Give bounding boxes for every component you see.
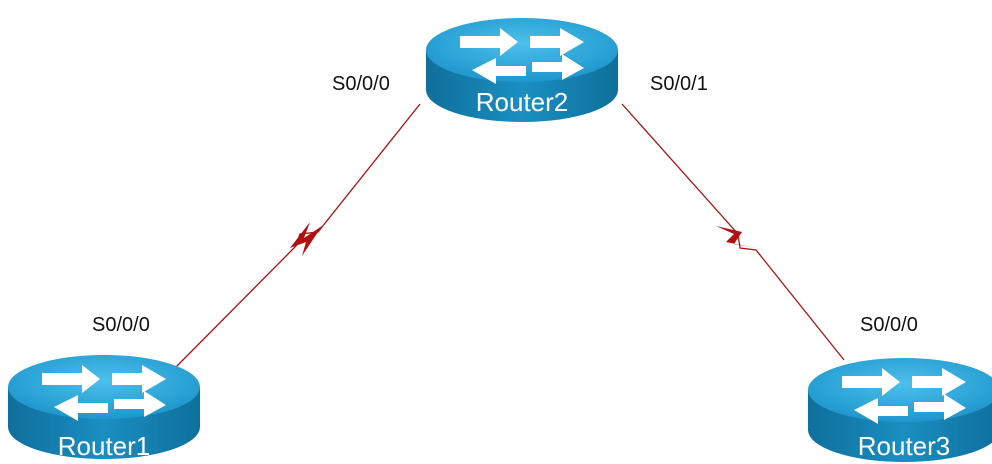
serial-link-r1-r2 xyxy=(174,103,421,369)
router2-label: Router2 xyxy=(476,87,569,117)
router1-label: Router1 xyxy=(58,431,151,461)
router1[interactable]: Router1 xyxy=(8,355,200,461)
router3[interactable]: Router3 xyxy=(808,358,992,462)
serial-link-r2-r3 xyxy=(621,103,845,361)
router1-port-label: S0/0/0 xyxy=(92,314,150,336)
router3-label: Router3 xyxy=(858,431,951,461)
router2-port-right-label: S0/0/1 xyxy=(650,73,708,95)
router2[interactable]: Router2 xyxy=(426,18,618,122)
router2-port-left-label: S0/0/0 xyxy=(332,73,390,95)
router3-port-label: S0/0/0 xyxy=(860,314,918,336)
